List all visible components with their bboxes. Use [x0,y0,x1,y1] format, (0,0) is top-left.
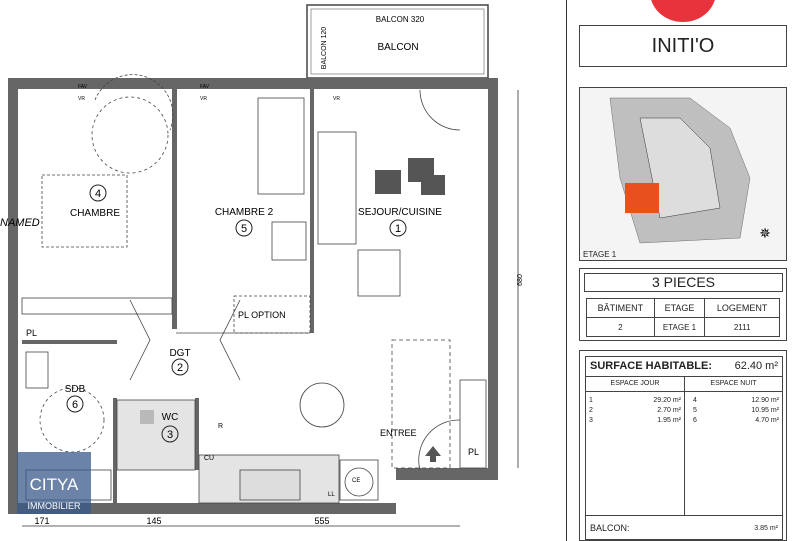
ce-label: CE [352,478,360,484]
compass-icon: ✵ [759,225,771,241]
room-chambre2-num: 5 [241,223,247,235]
dim-145: 145 [146,516,161,526]
room-sdb-num: 6 [72,399,78,411]
dim-555: 555 [314,516,329,526]
room-wc-label: WC [162,412,179,423]
entrance-arrow-icon [425,446,441,462]
fav2-label: FAV [200,84,210,90]
vr3-label: VR [333,96,340,102]
floor-plan: BALCON 320 BALCON 120 BALCON CHAMBRE 4 C… [0,4,524,527]
pl-label: PL [26,328,37,338]
pl2-label: PL [468,447,479,457]
program-box: INITI'O [579,25,787,67]
unit-highlight [625,183,659,213]
jour-header: ESPACE JOUR [586,377,684,392]
espace-nuit: ESPACE NUIT 4 12.90 m² 5 10.95 m² 6 4.70 m² [685,377,782,515]
citya-watermark-logo: CITYA IMMOBILIER [17,452,91,514]
room-area: 12.90 m² [751,397,779,404]
balcony-dimension-v: BALCON 120 [321,27,328,70]
room-sdb-label: SDB [65,384,86,395]
surface-row: 2 2.70 m² [589,407,681,417]
pl-option-label: PL OPTION [238,310,286,320]
dim-171: 171 [34,516,49,526]
surface-row: 3 1.95 m² [589,417,681,427]
header-etage: ETAGE [653,298,706,318]
room-number: 2 [589,407,593,414]
balcon-label: BALCON: [590,523,630,533]
room-number: 5 [693,407,697,414]
cu-label: CU [204,455,214,462]
furniture-fills [140,158,445,462]
watermark-line1: CITYA [30,475,79,494]
room-number: 3 [589,417,593,424]
room-chambre2-label: CHAMBRE 2 [215,207,274,218]
program-name: INITI'O [651,35,715,57]
room-labels: CHAMBRE 4 CHAMBRE 2 5 SEJOUR/CUISINE 1 D… [65,184,442,443]
room-sejour-label: SEJOUR/CUISINE [358,207,442,218]
value-etage: ETAGE 1 [653,317,706,337]
room-area: 29.20 m² [653,397,681,404]
surface-inner: SURFACE HABITABLE: 62.40 m² ESPACE JOUR 1… [585,356,783,540]
room-dgt-label: DGT [169,348,190,359]
room-number: 6 [693,417,697,424]
dimension-lines: 171 145 555 680 [22,90,524,527]
room-area: 1.95 m² [657,417,681,424]
location-map: ✵ ETAGE 1 [579,87,787,261]
header-logement: LOGEMENT [704,298,780,318]
named-label: NAMED [0,217,40,229]
room-area: 4.70 m² [755,417,779,424]
room-area: 2.70 m² [657,407,681,414]
vr2-label: VR [200,96,207,102]
fav1-label: FAV [78,84,88,90]
watermark-line2: IMMOBILIER [27,501,81,511]
room-chambre-label: CHAMBRE [70,208,120,219]
balcony: BALCON 320 BALCON 120 BALCON [306,4,489,79]
room-number: 4 [693,397,697,404]
balcony-dimension: BALCON 320 [376,15,425,24]
dim-680: 680 [517,274,524,286]
header-batiment: BÂTIMENT [586,298,655,318]
room-dgt-num: 2 [177,362,183,374]
room-sejour-num: 1 [395,223,401,235]
site-plan: ✵ [609,97,771,244]
walls [8,78,498,514]
r-label: R [218,423,223,430]
interior-lines [21,74,487,504]
vr1-label: VR [78,96,85,102]
room-number: 1 [589,397,593,404]
unit-type: 3 PIECES [584,273,783,292]
room-wc-num: 3 [167,429,173,441]
surface-row: 6 4.70 m² [693,417,779,427]
map-floor-label: ETAGE 1 [583,250,617,259]
surface-row: 5 10.95 m² [693,407,779,417]
balcony-label: BALCON [377,42,418,53]
surface-value: 62.40 m² [734,360,778,372]
surface-row: 1 29.20 m² [589,397,681,407]
surface-box: SURFACE HABITABLE: 62.40 m² ESPACE JOUR 1… [579,350,787,541]
surface-label: SURFACE HABITABLE: [590,360,713,372]
value-logement: 2111 [704,317,780,337]
entree-label: ENTREE [380,428,417,438]
room-chambre-num: 4 [95,188,101,200]
plan-annotations: PL PL OPTION ENTREE PL FAV FAV VR VR VR … [0,84,479,498]
surface-row: 4 12.90 m² [693,397,779,407]
ll-label: LL [328,492,335,498]
brand-logo [650,0,716,22]
room-area: 10.95 m² [751,407,779,414]
espace-jour: ESPACE JOUR 1 29.20 m² 2 2.70 m² 3 1.95 m² [586,377,685,515]
balcon-value: 3.85 m² [754,524,778,532]
value-batiment: 2 [586,317,655,337]
nuit-header: ESPACE NUIT [685,377,782,392]
